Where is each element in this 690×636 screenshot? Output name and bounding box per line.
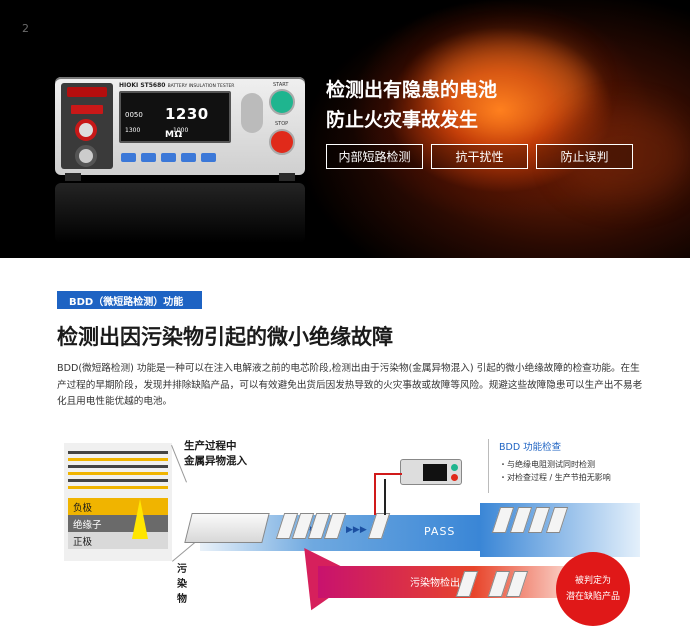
positive-layer: 正极 [68, 532, 168, 549]
sub-reading: 0050 [125, 111, 143, 119]
function-item: ・与绝缘电阻测试同时检测 [499, 460, 595, 469]
setting-value-2: 1000 [173, 127, 189, 134]
terminal-low-icon [75, 145, 97, 167]
device-foot [279, 173, 295, 181]
cell-cross-section: 负极 绝缘子 正极 污染物 [64, 443, 187, 605]
contaminant-marker-icon [132, 499, 148, 539]
start-label: START [273, 82, 289, 88]
hero-title: 检测出有隐患的电池 防止火灾事故发生 [326, 79, 498, 131]
tag-noise-immunity: 抗干扰性 [431, 144, 528, 169]
device-indicator [67, 87, 107, 97]
smoke-cloud [560, 110, 690, 200]
setting-value-1: 1300 [125, 127, 141, 134]
device-foot [65, 173, 81, 181]
function-item: ・对检查过程 / 生产节拍无影响 [499, 473, 611, 482]
fire-glow [430, 40, 590, 130]
stop-button-icon [269, 129, 295, 155]
main-reading: 1230 MΩ [165, 105, 209, 140]
defect-verdict-badge: 被判定为 潜在缺陷产品 [556, 552, 630, 626]
terminal-high-icon [75, 119, 97, 141]
stop-label: STOP [275, 121, 289, 127]
probe-wire [374, 473, 402, 475]
negative-layer: 负极 [68, 498, 168, 515]
device-warning-label [71, 105, 103, 114]
insulation-tester-device: HIOKI ST5680 BATTERY INSULATION TESTER 0… [55, 77, 305, 243]
section-badge: BDD（微短路检测）功能 [57, 291, 202, 309]
section-paragraph: BDD(微短路检测) 功能是一种可以在注入电解液之前的电芯阶段,检测出由于污染物… [57, 363, 643, 407]
device-terminal-panel [61, 83, 113, 169]
tag-internal-short: 内部短路检测 [326, 144, 423, 169]
bdd-process-diagram: 负极 绝缘子 正极 污染物 生产过程中 金属异物混入 ▶▶▶ ▶▶▶ PASS … [0, 425, 690, 636]
probe-wire [384, 479, 386, 515]
hero-banner: 2 HIOKI ST5680 BATTERY INSULATION TESTER… [0, 0, 690, 258]
reject-flow-arrow [318, 566, 578, 598]
device-function-keys [121, 147, 221, 166]
battery-cell-large [184, 513, 270, 543]
reject-label: 污染物检出 [410, 578, 460, 589]
contaminant-label: 污染物 [177, 564, 187, 605]
flow-chevron-icon: ▶▶▶ [346, 525, 367, 535]
probe-wire [374, 473, 376, 515]
hero-feature-tags: 内部短路检测 抗干扰性 防止误判 [326, 144, 633, 169]
start-button-icon [269, 89, 295, 115]
function-callout: BDD 功能检查 ・与绝缘电阻测试同时检测 ・对检查过程 / 生产节拍无影响 [488, 439, 628, 493]
pass-label: PASS [424, 525, 456, 538]
insulator-layer: 绝缘子 [68, 515, 168, 532]
tag-prevent-misjudgment: 防止误判 [536, 144, 633, 169]
zoom-line [172, 541, 196, 562]
function-title: BDD 功能检查 [499, 442, 562, 453]
device-cursor-pad [241, 93, 263, 133]
device-screen: 0050 1230 MΩ 1300 1000 [119, 91, 231, 143]
process-label: 生产过程中 金属异物混入 [184, 440, 247, 467]
device-reflection [55, 183, 305, 243]
page-number: 2 [22, 22, 29, 35]
section-heading: 检测出因污染物引起的微小绝缘故障 [57, 325, 393, 349]
device-brand: HIOKI ST5680 BATTERY INSULATION TESTER [119, 82, 235, 89]
tester-device-small [400, 459, 462, 485]
